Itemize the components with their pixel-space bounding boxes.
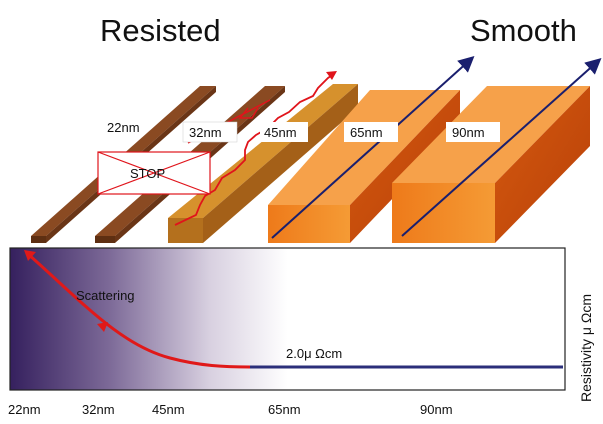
stop-sign: STOP <box>97 151 211 195</box>
xtick-65nm: 65nm <box>268 402 301 417</box>
title-resisted: Resisted <box>100 13 221 48</box>
xtick-45nm: 45nm <box>152 402 185 417</box>
block-65nm <box>268 90 460 243</box>
label-65nm: 65nm <box>350 125 383 140</box>
plot-frame <box>9 247 566 391</box>
xtick-90nm: 90nm <box>420 402 453 417</box>
arrow-90nm <box>401 58 602 237</box>
label-90nm-box <box>446 122 500 142</box>
plot-curve-arrowhead-mid <box>97 322 108 332</box>
label-45nm: 45nm <box>264 125 297 140</box>
label-22nm: 22nm <box>107 120 140 135</box>
label-90nm: 90nm <box>452 125 485 140</box>
electron-path <box>174 72 336 226</box>
electron-path-32nm-bounce <box>238 107 259 119</box>
stop-sign-text: STOP <box>130 166 165 181</box>
plot-curve-scattering <box>27 252 251 369</box>
scattering-label: Scattering <box>76 288 135 303</box>
plot-ylabel: Resistivity μ Ωcm <box>578 294 594 402</box>
plot-curve-arrowhead-top <box>24 250 36 261</box>
label-45nm-box <box>260 122 308 142</box>
label-32nm: 32nm <box>189 125 222 140</box>
label-32nm-box <box>182 121 238 143</box>
title-smooth: Smooth <box>470 13 577 48</box>
electron-path-arrowhead <box>326 71 337 80</box>
arrow-65nm <box>271 55 475 239</box>
plot-scattering-region <box>10 248 565 390</box>
resistivity-annotation: 2.0μ Ωcm <box>286 346 342 361</box>
resistivity-plot: Scattering 2.0μ Ωcm <box>9 247 566 391</box>
xtick-22nm: 22nm <box>8 402 41 417</box>
xtick-32nm: 32nm <box>82 402 115 417</box>
label-65nm-box <box>344 122 398 142</box>
